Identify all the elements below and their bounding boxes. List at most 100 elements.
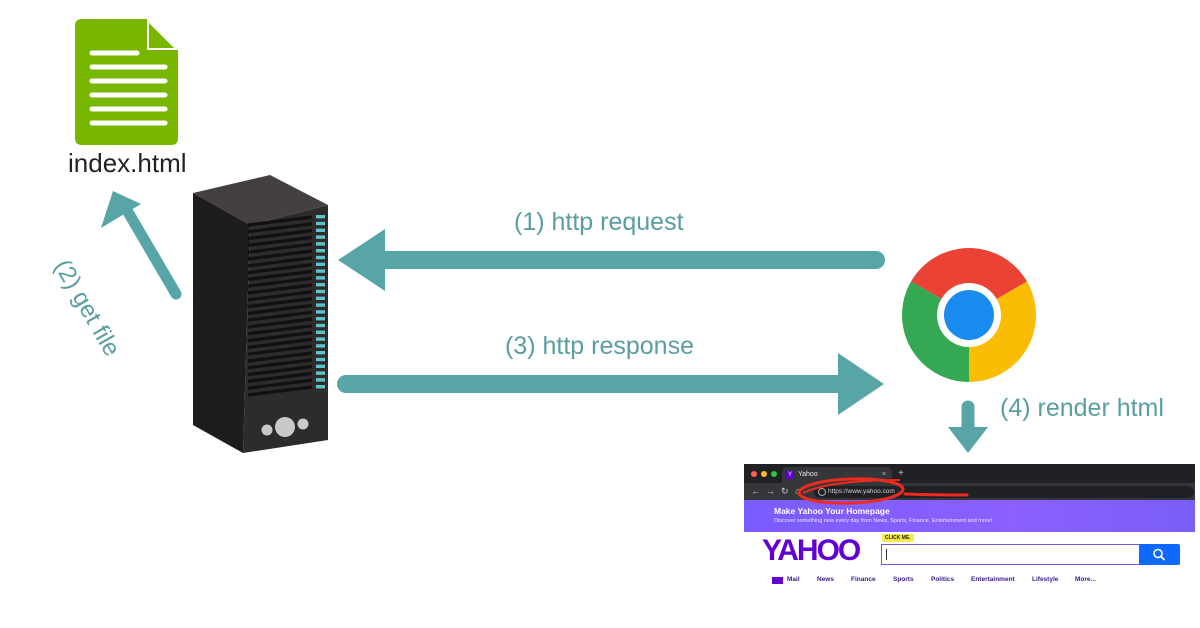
banner-title: Make Yahoo Your Homepage [774,506,890,516]
server-vent-slat [247,256,313,268]
info-icon[interactable] [818,488,826,496]
document-icon [75,19,178,145]
nav-sports[interactable]: Sports [893,576,914,583]
server-vent-slat [247,371,313,383]
server-light [316,371,325,375]
text-cursor [886,549,887,560]
server-vent-slat [247,344,313,356]
server-light [316,337,325,341]
nav-more[interactable]: More... [1075,576,1096,583]
server-light [316,228,325,232]
back-icon[interactable]: ← [751,486,760,496]
browser-tab[interactable]: Y Yahoo × [782,467,892,483]
server-light [316,351,325,355]
server-vent-slat [247,351,313,363]
server-light [316,221,325,226]
server-light [316,330,325,334]
response-label: (3) http response [505,332,694,360]
logo-badge[interactable]: CLICK ME. [882,534,914,542]
server-vent-slat [247,385,313,397]
server-light [316,276,325,280]
browser-tab-bar: Y Yahoo × + [744,464,1195,483]
server-light [316,283,325,287]
close-window-dot[interactable] [751,471,757,477]
server-vent-slat [247,229,313,241]
get-file-arrow [101,191,182,300]
banner-subtitle: Discover something new every day from Ne… [774,518,993,524]
url-text: https://www.yahoo.com [828,488,895,495]
tab-close-icon[interactable]: × [881,471,886,478]
server-vent-slat [247,324,313,336]
server-vent-slat [247,337,313,349]
server-vent-slat [247,222,313,234]
server-light [316,262,325,266]
server-vent-slat [247,235,313,247]
chrome-icon [902,248,1036,382]
server-light [316,289,325,294]
server-light [316,242,325,246]
yahoo-favicon-icon: Y [786,471,794,479]
search-input[interactable] [881,544,1140,565]
server-light [316,344,325,348]
server-light [316,317,325,321]
server-tower-icon [193,175,328,453]
server-vent-slat [247,283,313,295]
response-arrow [337,353,884,415]
server-light [316,385,325,389]
search-icon [1153,548,1165,561]
server-light [316,323,325,328]
server-light [316,269,325,273]
homepage-banner[interactable]: Make Yahoo Your Homepage Discover someth… [744,500,1195,532]
server-light [316,249,325,253]
server-light [316,364,325,368]
request-label: (1) http request [514,208,684,236]
browser-toolbar: ← → ↻ ⌂ https://www.yahoo.com [744,483,1195,500]
server-vent-slat [247,297,313,309]
server-vent-slat [247,365,313,377]
nav-entertainment[interactable]: Entertainment [971,576,1015,583]
server-light [316,215,325,219]
mail-icon[interactable] [772,577,783,584]
new-tab-icon[interactable]: + [898,468,904,479]
render-label: (4) render html [1000,394,1164,422]
server-vent-slat [247,249,313,261]
nav-lifestyle[interactable]: Lifestyle [1032,576,1059,583]
server-vent-slat [247,263,313,275]
server-vent-slat [247,358,313,370]
browser-screenshot: Y Yahoo × + ← → ↻ ⌂ https://www.yahoo.co… [744,464,1195,594]
nav-mail[interactable]: Mail [787,576,800,583]
server-vent-slat [247,303,313,315]
address-bar[interactable]: https://www.yahoo.com [814,486,1194,498]
server-light [316,357,325,362]
server-vent-slat [247,242,313,254]
server-vent-slat [247,378,313,390]
server-light [316,235,325,239]
reload-icon[interactable]: ↻ [781,486,789,496]
server-vent-slat [247,276,313,288]
server-vent-slat [247,317,313,329]
file-name-label: index.html [68,148,187,178]
forward-icon[interactable]: → [766,486,775,496]
server-vent-slat [247,215,313,227]
nav-news[interactable]: News [817,576,834,583]
server-vent-slat [247,331,313,343]
render-arrow [948,400,988,453]
nav-politics[interactable]: Politics [931,576,955,583]
request-arrow [338,229,885,291]
server-light [316,296,325,300]
yahoo-logo[interactable]: YAHOO [762,534,861,567]
minimize-window-dot[interactable] [761,471,767,477]
home-icon[interactable]: ⌂ [795,486,801,496]
search-button[interactable] [1139,544,1180,565]
tab-title: Yahoo [798,471,818,478]
server-light [316,255,325,260]
maximize-window-dot[interactable] [771,471,777,477]
nav-finance[interactable]: Finance [851,576,876,583]
server-light [316,310,325,314]
server-light [316,378,325,382]
server-vent-slat [247,290,313,302]
server-light [316,303,325,307]
server-vent-slat [247,310,313,322]
server-vent-slat [247,269,313,281]
